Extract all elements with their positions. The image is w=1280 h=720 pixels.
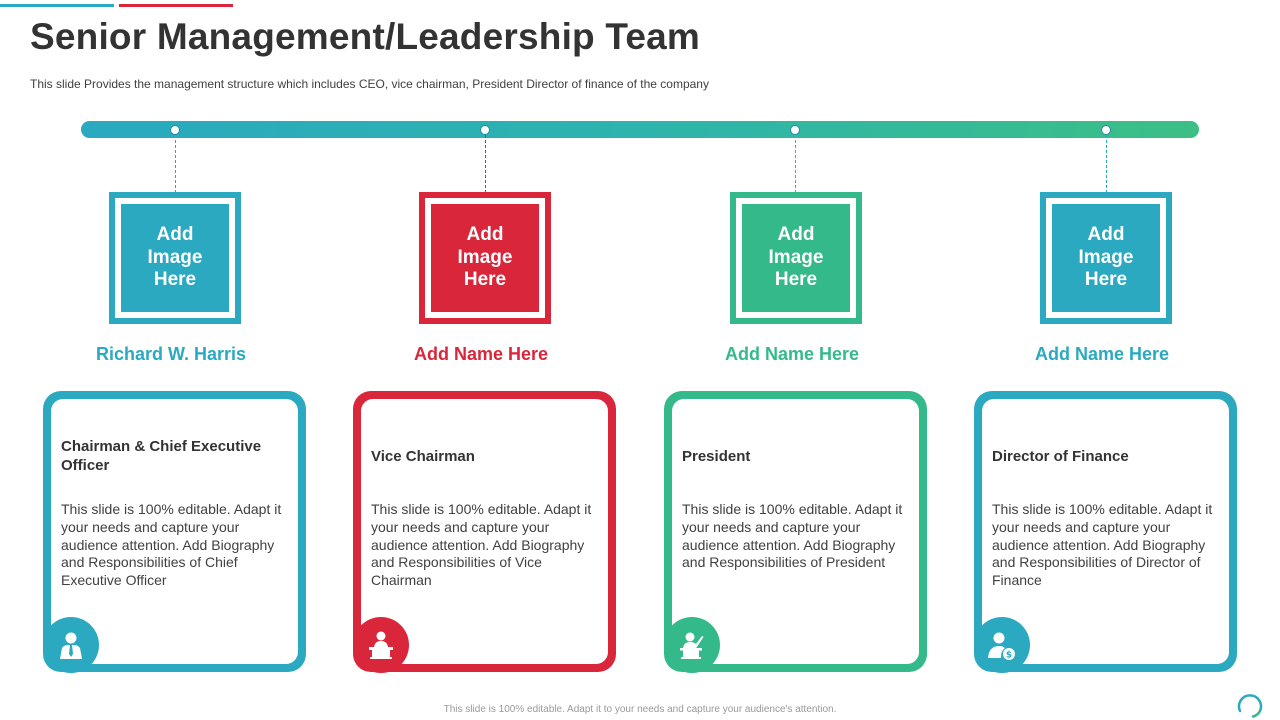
- member-director-finance: Add Image Here Add Name Here Director of…: [974, 0, 1237, 720]
- member-role: Director of Finance: [992, 448, 1129, 465]
- image-placeholder-frame[interactable]: Add Image Here: [1040, 192, 1172, 324]
- image-placeholder: Add Image Here: [121, 204, 229, 312]
- member-card-body: Vice Chairman This slide is 100% editabl…: [361, 399, 608, 664]
- timeline-bar: [81, 121, 1199, 138]
- image-placeholder: Add Image Here: [742, 204, 850, 312]
- page-title: Senior Management/Leadership Team: [30, 16, 701, 57]
- member-card: President This slide is 100% editable. A…: [664, 391, 927, 673]
- member-description: This slide is 100% editable. Adapt it yo…: [992, 501, 1213, 589]
- member-name: Add Name Here: [1034, 344, 1170, 364]
- member-vice-chairman: Add Image Here Add Name Here Vice Chairm…: [353, 0, 616, 720]
- image-placeholder-label: Add Image Here: [147, 224, 203, 291]
- image-placeholder-label: Add Image Here: [768, 224, 824, 291]
- connector-line: [1106, 135, 1107, 193]
- member-card-body: Chairman & Chief Executive Officer This …: [51, 399, 298, 664]
- page-subtitle: This slide Provides the management struc…: [30, 77, 709, 91]
- image-placeholder: Add Image Here: [431, 204, 539, 312]
- member-president: Add Image Here Add Name Here President T…: [664, 0, 927, 720]
- member-name: Add Name Here: [413, 344, 549, 364]
- member-name: Richard W. Harris: [95, 344, 247, 364]
- footer-note: This slide is 100% editable. Adapt it to…: [443, 704, 837, 715]
- member-card: Chairman & Chief Executive Officer This …: [43, 391, 306, 673]
- member-description: This slide is 100% editable. Adapt it yo…: [61, 501, 282, 589]
- image-placeholder: Add Image Here: [1052, 204, 1160, 312]
- connector-line: [175, 135, 176, 193]
- accent-bar-teal: [0, 4, 114, 7]
- finance-person-icon: $: [974, 617, 1030, 673]
- image-placeholder-frame[interactable]: Add Image Here: [419, 192, 551, 324]
- member-card: Director of Finance This slide is 100% e…: [974, 391, 1237, 673]
- connector-line: [795, 135, 796, 193]
- member-role: Vice Chairman: [371, 448, 475, 465]
- member-description: This slide is 100% editable. Adapt it yo…: [371, 501, 592, 589]
- member-description: This slide is 100% editable. Adapt it yo…: [682, 501, 903, 571]
- timeline-dot: [480, 125, 490, 135]
- image-placeholder-label: Add Image Here: [1078, 224, 1134, 291]
- member-role: President: [682, 448, 751, 465]
- member-role: Chairman & Chief Executive Officer: [61, 438, 262, 474]
- accent-bar-red: [119, 4, 233, 7]
- member-card-body: President This slide is 100% editable. A…: [672, 399, 919, 664]
- timeline-dot: [790, 125, 800, 135]
- connector-line: [485, 135, 486, 193]
- member-card-body: Director of Finance This slide is 100% e…: [982, 399, 1229, 664]
- presenter-icon: [664, 617, 720, 673]
- svg-text:$: $: [1006, 651, 1012, 661]
- image-placeholder-frame[interactable]: Add Image Here: [109, 192, 241, 324]
- speaker-podium-icon: [353, 617, 409, 673]
- timeline-dot: [170, 125, 180, 135]
- businessman-icon: [43, 617, 99, 673]
- member-ceo: Add Image Here Richard W. Harris Chairma…: [43, 0, 306, 720]
- member-card: Vice Chairman This slide is 100% editabl…: [353, 391, 616, 673]
- image-placeholder-frame[interactable]: Add Image Here: [730, 192, 862, 324]
- image-placeholder-label: Add Image Here: [457, 224, 513, 291]
- timeline-dot: [1101, 125, 1111, 135]
- member-name: Add Name Here: [724, 344, 860, 364]
- loading-spinner-icon: [1237, 694, 1263, 718]
